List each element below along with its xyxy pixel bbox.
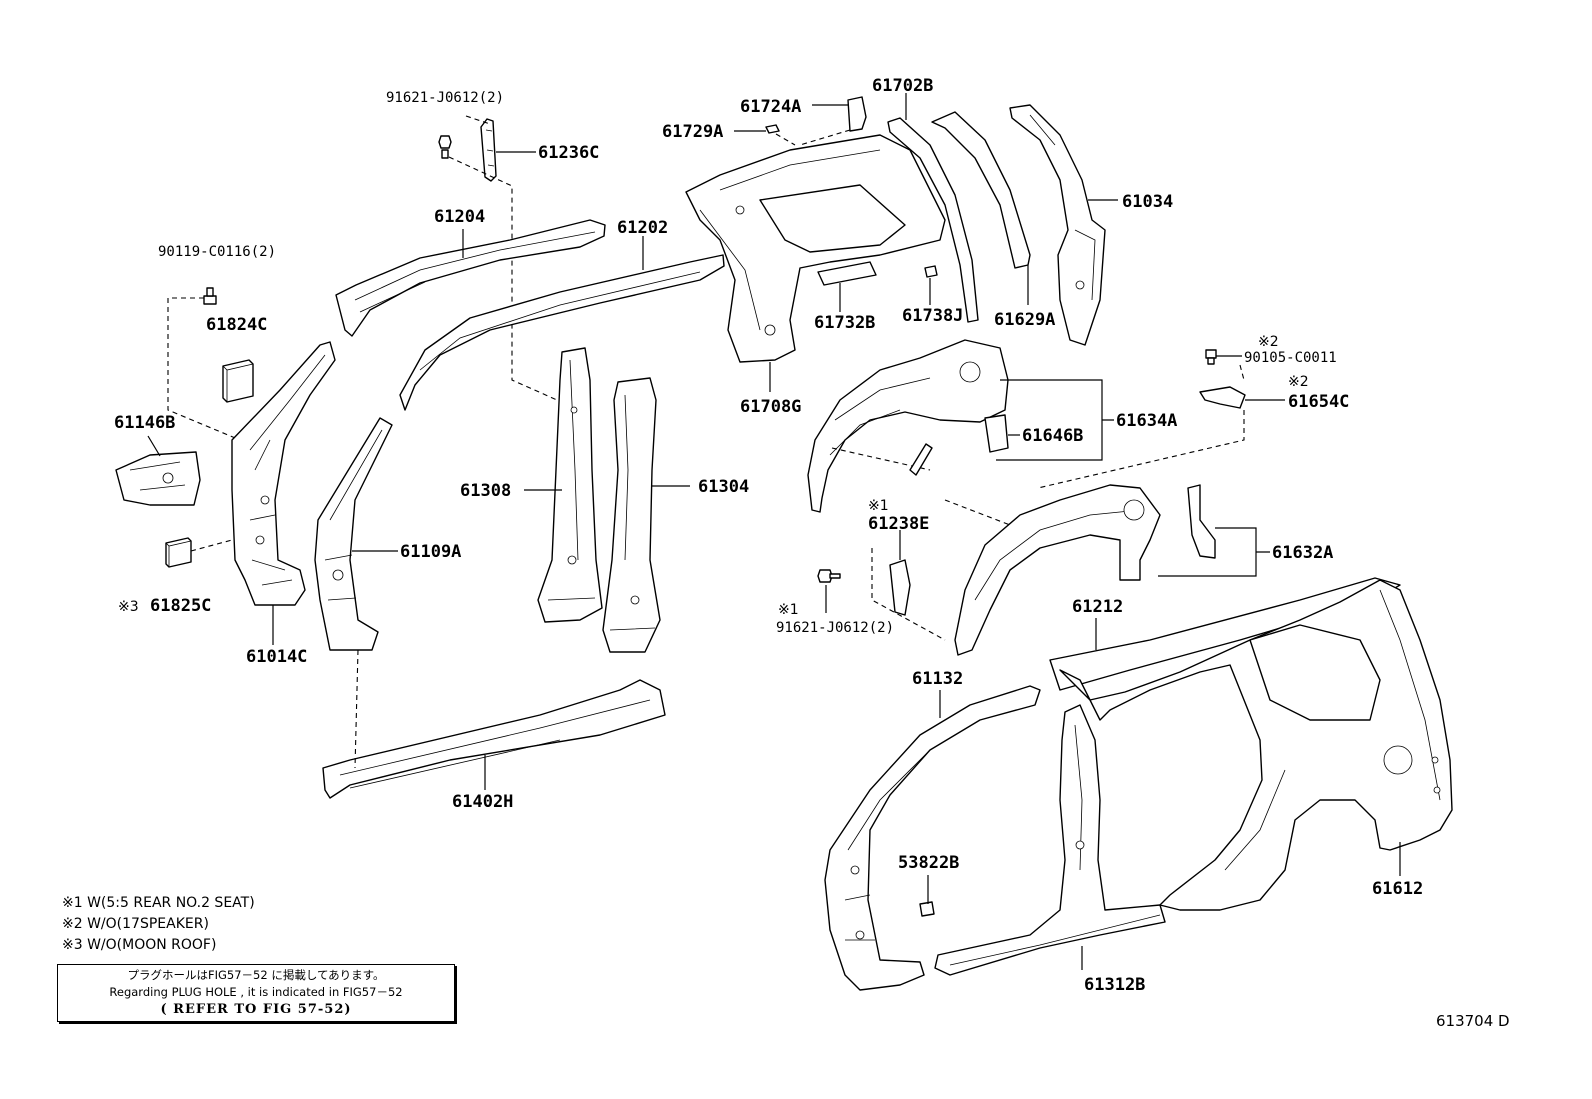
bolt-91621-mid	[817, 569, 841, 583]
part-61402H	[322, 679, 666, 799]
label-61238E: 61238E	[868, 514, 929, 534]
label-61702B: 61702B	[872, 76, 933, 96]
label-61634A: 61634A	[1116, 411, 1177, 431]
label-61402H: 61402H	[452, 792, 513, 812]
part-61654C	[1199, 386, 1246, 409]
footnote-2: ※2 W/O(17SPEAKER)	[62, 916, 209, 932]
figure-number: 613704 D	[1436, 1012, 1510, 1030]
part-61825C	[165, 537, 192, 568]
mark-3-61825C: ※3	[118, 599, 139, 615]
mark-2-61654C: ※2	[1288, 374, 1309, 390]
label-61825C: 61825C	[150, 596, 211, 616]
part-61646B	[984, 414, 1009, 453]
label-61732B: 61732B	[814, 313, 875, 333]
label-61738J: 61738J	[902, 306, 963, 326]
label-61629A: 61629A	[994, 310, 1055, 330]
label-61654C: 61654C	[1288, 392, 1349, 412]
part-61738J	[924, 265, 938, 278]
part-61646-strip	[909, 443, 933, 476]
reference-refer: ( REFER TO FIG 57-52)	[160, 1002, 352, 1017]
label-61202: 61202	[617, 218, 668, 238]
label-53822B: 53822B	[898, 853, 959, 873]
part-61238E	[889, 559, 911, 616]
bolt-91621-top	[438, 135, 452, 159]
reference-english: Regarding PLUG HOLE , it is indicated in…	[109, 985, 403, 999]
label-91621-top: 91621-J0612(2)	[386, 90, 504, 106]
label-61312B: 61312B	[1084, 975, 1145, 995]
label-90119: 90119-C0116(2)	[158, 244, 276, 260]
label-61034: 61034	[1122, 192, 1173, 212]
mark-1-91621: ※1	[778, 602, 799, 618]
label-61612: 61612	[1372, 879, 1423, 899]
clip-90119	[203, 287, 217, 305]
part-61014C	[231, 341, 336, 606]
part-53822B	[919, 901, 935, 917]
part-61146B	[115, 451, 201, 506]
label-61724A: 61724A	[740, 97, 801, 117]
part-61304	[602, 377, 661, 653]
label-61729A: 61729A	[662, 122, 723, 142]
label-61014C: 61014C	[246, 647, 307, 667]
part-61708G	[685, 134, 946, 363]
part-61732B	[817, 261, 877, 286]
label-61824C: 61824C	[206, 315, 267, 335]
part-61308	[537, 347, 603, 623]
footnote-1: ※1 W(5:5 REAR NO.2 SEAT)	[62, 895, 255, 911]
label-61146B: 61146B	[114, 413, 175, 433]
label-61204: 61204	[434, 207, 485, 227]
label-61632A: 61632A	[1272, 543, 1333, 563]
label-61132: 61132	[912, 669, 963, 689]
part-61312B	[934, 704, 1166, 976]
part-61034	[1009, 104, 1106, 346]
part-61632-wheelhouse	[954, 484, 1161, 656]
label-61212: 61212	[1072, 597, 1123, 617]
part-61824C	[222, 359, 254, 403]
part-61202	[399, 254, 725, 411]
part-61109A	[314, 417, 393, 651]
part-61634A	[807, 339, 1009, 513]
part-61236C	[480, 118, 497, 182]
part-61702B	[887, 117, 979, 323]
part-61729A	[765, 124, 780, 134]
label-61304: 61304	[698, 477, 749, 497]
label-61109A: 61109A	[400, 542, 461, 562]
mark-2-90105: ※2	[1258, 334, 1279, 350]
label-61308: 61308	[460, 481, 511, 501]
footnote-3: ※3 W/O(MOON ROOF)	[62, 937, 217, 953]
label-90105: 90105-C0011	[1244, 350, 1337, 366]
footnotes: ※1 W(5:5 REAR NO.2 SEAT) ※2 W/O(17SPEAKE…	[62, 893, 255, 956]
part-61612	[1059, 579, 1453, 911]
label-61708G: 61708G	[740, 397, 801, 417]
mark-1-61238E: ※1	[868, 498, 889, 514]
part-61132	[824, 685, 1041, 991]
reference-box: プラグホールはFIG57－52 に掲載してあります。 Regarding PLU…	[57, 964, 455, 1022]
part-61724A	[847, 96, 867, 132]
bolt-90105	[1205, 349, 1217, 365]
part-labels: 91621-J0612(2) 61236C 61204 61202 90119-…	[114, 76, 1423, 995]
reference-japanese: プラグホールはFIG57－52 に掲載してあります。	[127, 968, 385, 982]
part-61204	[335, 219, 606, 337]
part-61632A	[1187, 484, 1216, 559]
label-61646B: 61646B	[1022, 426, 1083, 446]
label-91621-mid: 91621-J0612(2)	[776, 620, 894, 636]
label-61236C: 61236C	[538, 143, 599, 163]
